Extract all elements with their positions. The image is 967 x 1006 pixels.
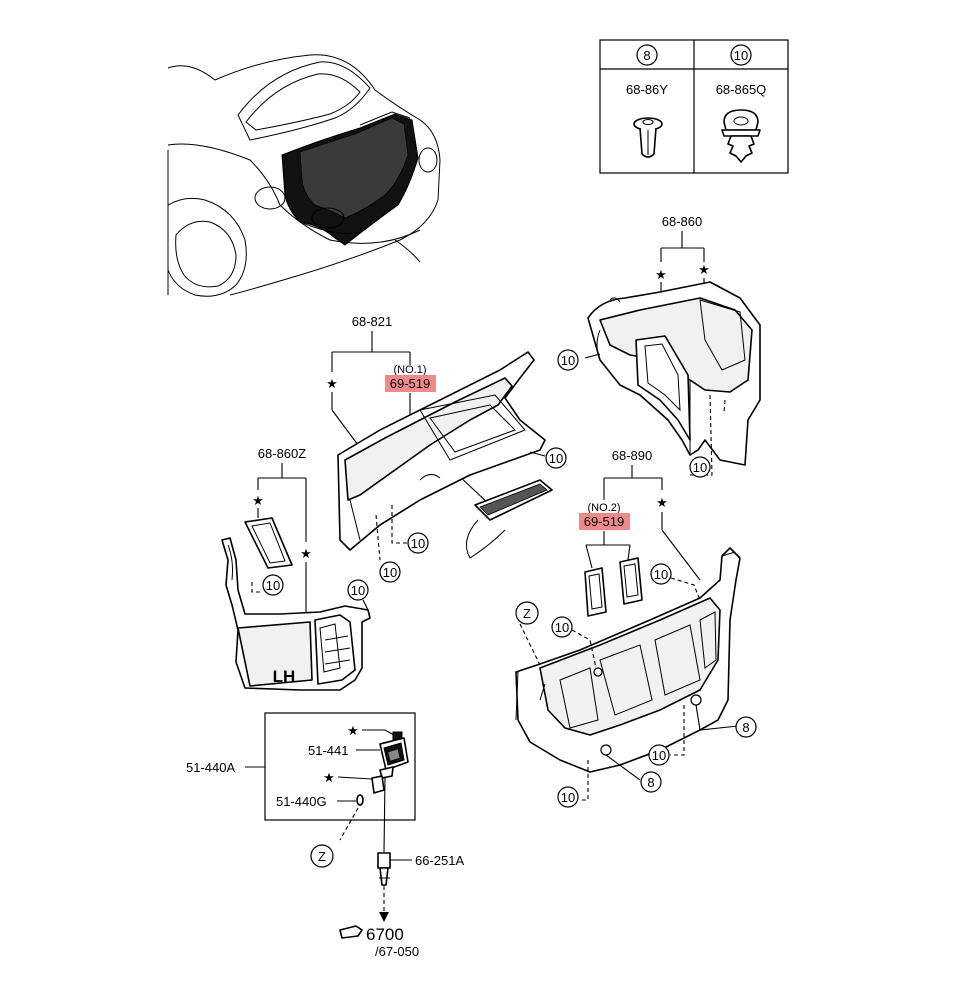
qualifier-no2: (NO.2) xyxy=(588,502,621,514)
callout-10 xyxy=(557,349,579,371)
vehicle-trunk-location-sketch xyxy=(167,54,441,297)
callout-10 xyxy=(379,561,401,583)
legend-ref-10: 10 xyxy=(734,48,748,63)
callout-10 xyxy=(650,563,672,585)
legend-ref-10-circle xyxy=(730,44,752,66)
callout-8-text: 8 xyxy=(647,775,654,790)
callout-10-text: 10 xyxy=(561,353,575,368)
part-label-66-251a: 66-251A xyxy=(415,853,464,868)
part-label-68-890: 68-890 xyxy=(612,448,652,463)
star-mark-icon: ★ xyxy=(252,493,264,508)
part-68-821-group: 68-821 ★ (NO.1) 69-519 10 10 10 xyxy=(326,314,567,583)
callout-z xyxy=(515,601,539,625)
legend-ref-8: 8 xyxy=(643,48,650,63)
callout-10-text: 10 xyxy=(266,578,280,593)
star-mark-icon: ★ xyxy=(655,267,667,282)
push-pin-clip-icon xyxy=(633,117,663,158)
callout-10-text: 10 xyxy=(411,536,425,551)
callout-10-text: 10 xyxy=(555,620,569,635)
callout-z xyxy=(310,844,334,868)
legend-ref-8-circle xyxy=(636,44,658,66)
part-label-68-821: 68-821 xyxy=(352,314,392,329)
part-label-51-440a: 51-440A xyxy=(186,760,235,775)
reference-67-050: /67-050 xyxy=(375,944,419,959)
callout-10 xyxy=(689,456,711,478)
highlight-box-69-519-no1 xyxy=(385,375,436,392)
reference-6700: 6700 xyxy=(366,925,404,944)
part-68-860-group: 68-860 ★ ★ 10 10 xyxy=(557,214,761,478)
part-66-251a-group: 66-251A 6700 /67-050 xyxy=(339,852,464,959)
star-mark-icon: ★ xyxy=(347,723,359,738)
highlighted-part-69-519-no2: 69-519 xyxy=(584,514,624,529)
trunk-lamp-icon xyxy=(379,731,409,779)
part-label-68-860: 68-860 xyxy=(662,214,702,229)
lh-marking: LH xyxy=(273,667,296,686)
fastener-legend-table: 8 10 68-86Y 68-865Q xyxy=(599,39,789,174)
callout-10 xyxy=(407,532,429,554)
part-label-51-440g: 51-440G xyxy=(276,794,327,809)
callout-8 xyxy=(640,771,662,793)
part-51-440a-group: 51-440A ★ 51-441 ★ 51-440G xyxy=(186,712,416,853)
legend-part-68-86y: 68-86Y xyxy=(626,82,668,97)
callout-10-text: 10 xyxy=(693,460,707,475)
callout-z-text: Z xyxy=(523,606,531,621)
qualifier-no1: (NO.1) xyxy=(394,364,427,376)
highlighted-part-69-519-no1: 69-519 xyxy=(390,376,430,391)
part-label-68-860z: 68-860Z xyxy=(258,446,306,461)
star-mark-icon: ★ xyxy=(326,376,338,391)
star-mark-icon: ★ xyxy=(323,770,335,785)
callout-10 xyxy=(545,447,567,469)
callout-10 xyxy=(551,616,573,638)
callout-10-text: 10 xyxy=(652,748,666,763)
connector-icon xyxy=(377,852,391,869)
callout-10-text: 10 xyxy=(561,790,575,805)
part-68-860z-group: 68-860Z ★ ★ LH 10 10 xyxy=(221,446,371,691)
refer-arrow-icon xyxy=(339,925,363,939)
callout-10 xyxy=(648,744,670,766)
legend-part-68-865q: 68-865Q xyxy=(716,82,767,97)
callout-10 xyxy=(347,579,369,601)
star-mark-icon: ★ xyxy=(300,546,312,561)
callout-10 xyxy=(262,574,284,596)
part-label-51-441: 51-441 xyxy=(308,743,348,758)
callout-z-text: Z xyxy=(318,849,326,864)
star-mark-icon: ★ xyxy=(698,262,710,277)
callout-10-text: 10 xyxy=(383,565,397,580)
star-mark-icon: ★ xyxy=(656,495,668,510)
callout-10-text: 10 xyxy=(351,583,365,598)
callout-10-text: 10 xyxy=(654,567,668,582)
callout-8-text: 8 xyxy=(742,720,749,735)
christmas-tree-clip-icon xyxy=(721,109,761,163)
callout-10-text: 10 xyxy=(549,451,563,466)
highlight-box-69-519-no2 xyxy=(579,513,630,530)
callout-10 xyxy=(557,786,579,808)
callout-8 xyxy=(735,716,757,738)
part-68-890-group: 68-890 ★ (NO.2) 69-519 10 xyxy=(515,448,757,808)
